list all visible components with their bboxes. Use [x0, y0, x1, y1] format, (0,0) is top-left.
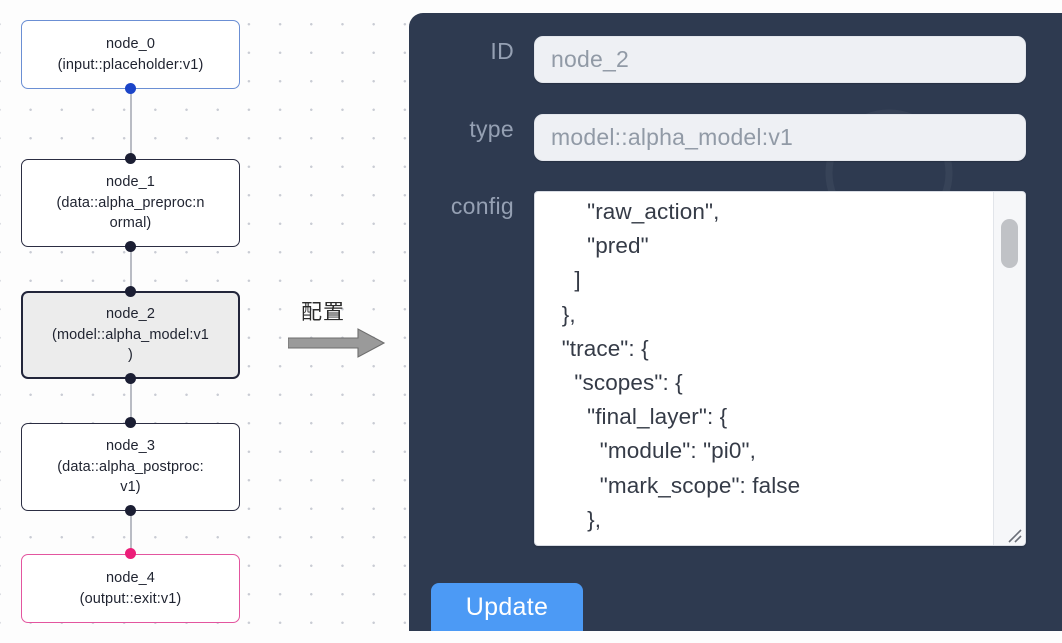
edge-1-2	[129, 245, 133, 292]
configure-annotation-label: 配置	[301, 300, 345, 324]
form-row-type: type model::alpha_model:v1	[427, 114, 1047, 161]
node-config-panel: AI ID node_2 type model::alpha_model:v1 …	[409, 13, 1062, 631]
config-scrollbar-thumb[interactable]	[1001, 219, 1018, 268]
config-scrollbar[interactable]	[993, 192, 1025, 545]
node-handle-source-node_0[interactable]	[125, 83, 136, 94]
edge-0-1	[129, 88, 133, 160]
graph-node-node_1[interactable]: node_1 (data::alpha_preproc:n ormal)	[21, 159, 240, 247]
graph-node-label: node_0 (input::placeholder:v1)	[57, 36, 204, 73]
id-field-label: ID	[490, 38, 514, 64]
update-button[interactable]: Update	[431, 583, 583, 631]
graph-node-node_3[interactable]: node_3 (data::alpha_postproc: v1)	[21, 423, 240, 511]
config-textarea[interactable]: "raw_action", "pred" ] }, "trace": { "sc…	[561, 199, 801, 545]
node-handle-source-node_2[interactable]	[125, 373, 136, 384]
form-row-id: ID node_2	[427, 36, 1047, 83]
node-handle-target-node_1[interactable]	[125, 153, 136, 164]
node-handle-target-node_2[interactable]	[125, 286, 136, 297]
type-input[interactable]: model::alpha_model:v1	[534, 114, 1026, 161]
edge-2-3	[129, 376, 133, 419]
node-handle-source-node_3[interactable]	[125, 505, 136, 516]
form-row-config: config "raw_action", "pred" ] }, "trace"…	[427, 191, 1047, 546]
config-textarea-wrapper[interactable]: "raw_action", "pred" ] }, "trace": { "sc…	[534, 191, 1026, 546]
node-handle-target-node_3[interactable]	[125, 417, 136, 428]
configure-annotation: 配置	[288, 296, 398, 362]
config-field-label: config	[450, 193, 514, 219]
graph-node-label: node_2 (model::alpha_model:v1 )	[52, 306, 209, 364]
id-input[interactable]: node_2	[534, 36, 1026, 83]
graph-node-label: node_1 (data::alpha_preproc:n ormal)	[56, 174, 205, 232]
graph-node-node_0[interactable]: node_0 (input::placeholder:v1)	[21, 20, 240, 89]
type-field-label: type	[469, 116, 514, 142]
graph-node-label: node_4 (output::exit:v1)	[79, 570, 182, 607]
node-handle-target-node_4[interactable]	[125, 548, 136, 559]
graph-node-node_4[interactable]: node_4 (output::exit:v1)	[21, 554, 240, 623]
resize-grip-icon[interactable]	[1003, 524, 1023, 544]
graph-node-label: node_3 (data::alpha_postproc: v1)	[57, 438, 204, 496]
node-handle-source-node_1[interactable]	[125, 241, 136, 252]
arrow-right-icon	[288, 328, 386, 358]
edge-3-4	[129, 511, 133, 552]
graph-node-node_2[interactable]: node_2 (model::alpha_model:v1 )	[21, 291, 240, 379]
